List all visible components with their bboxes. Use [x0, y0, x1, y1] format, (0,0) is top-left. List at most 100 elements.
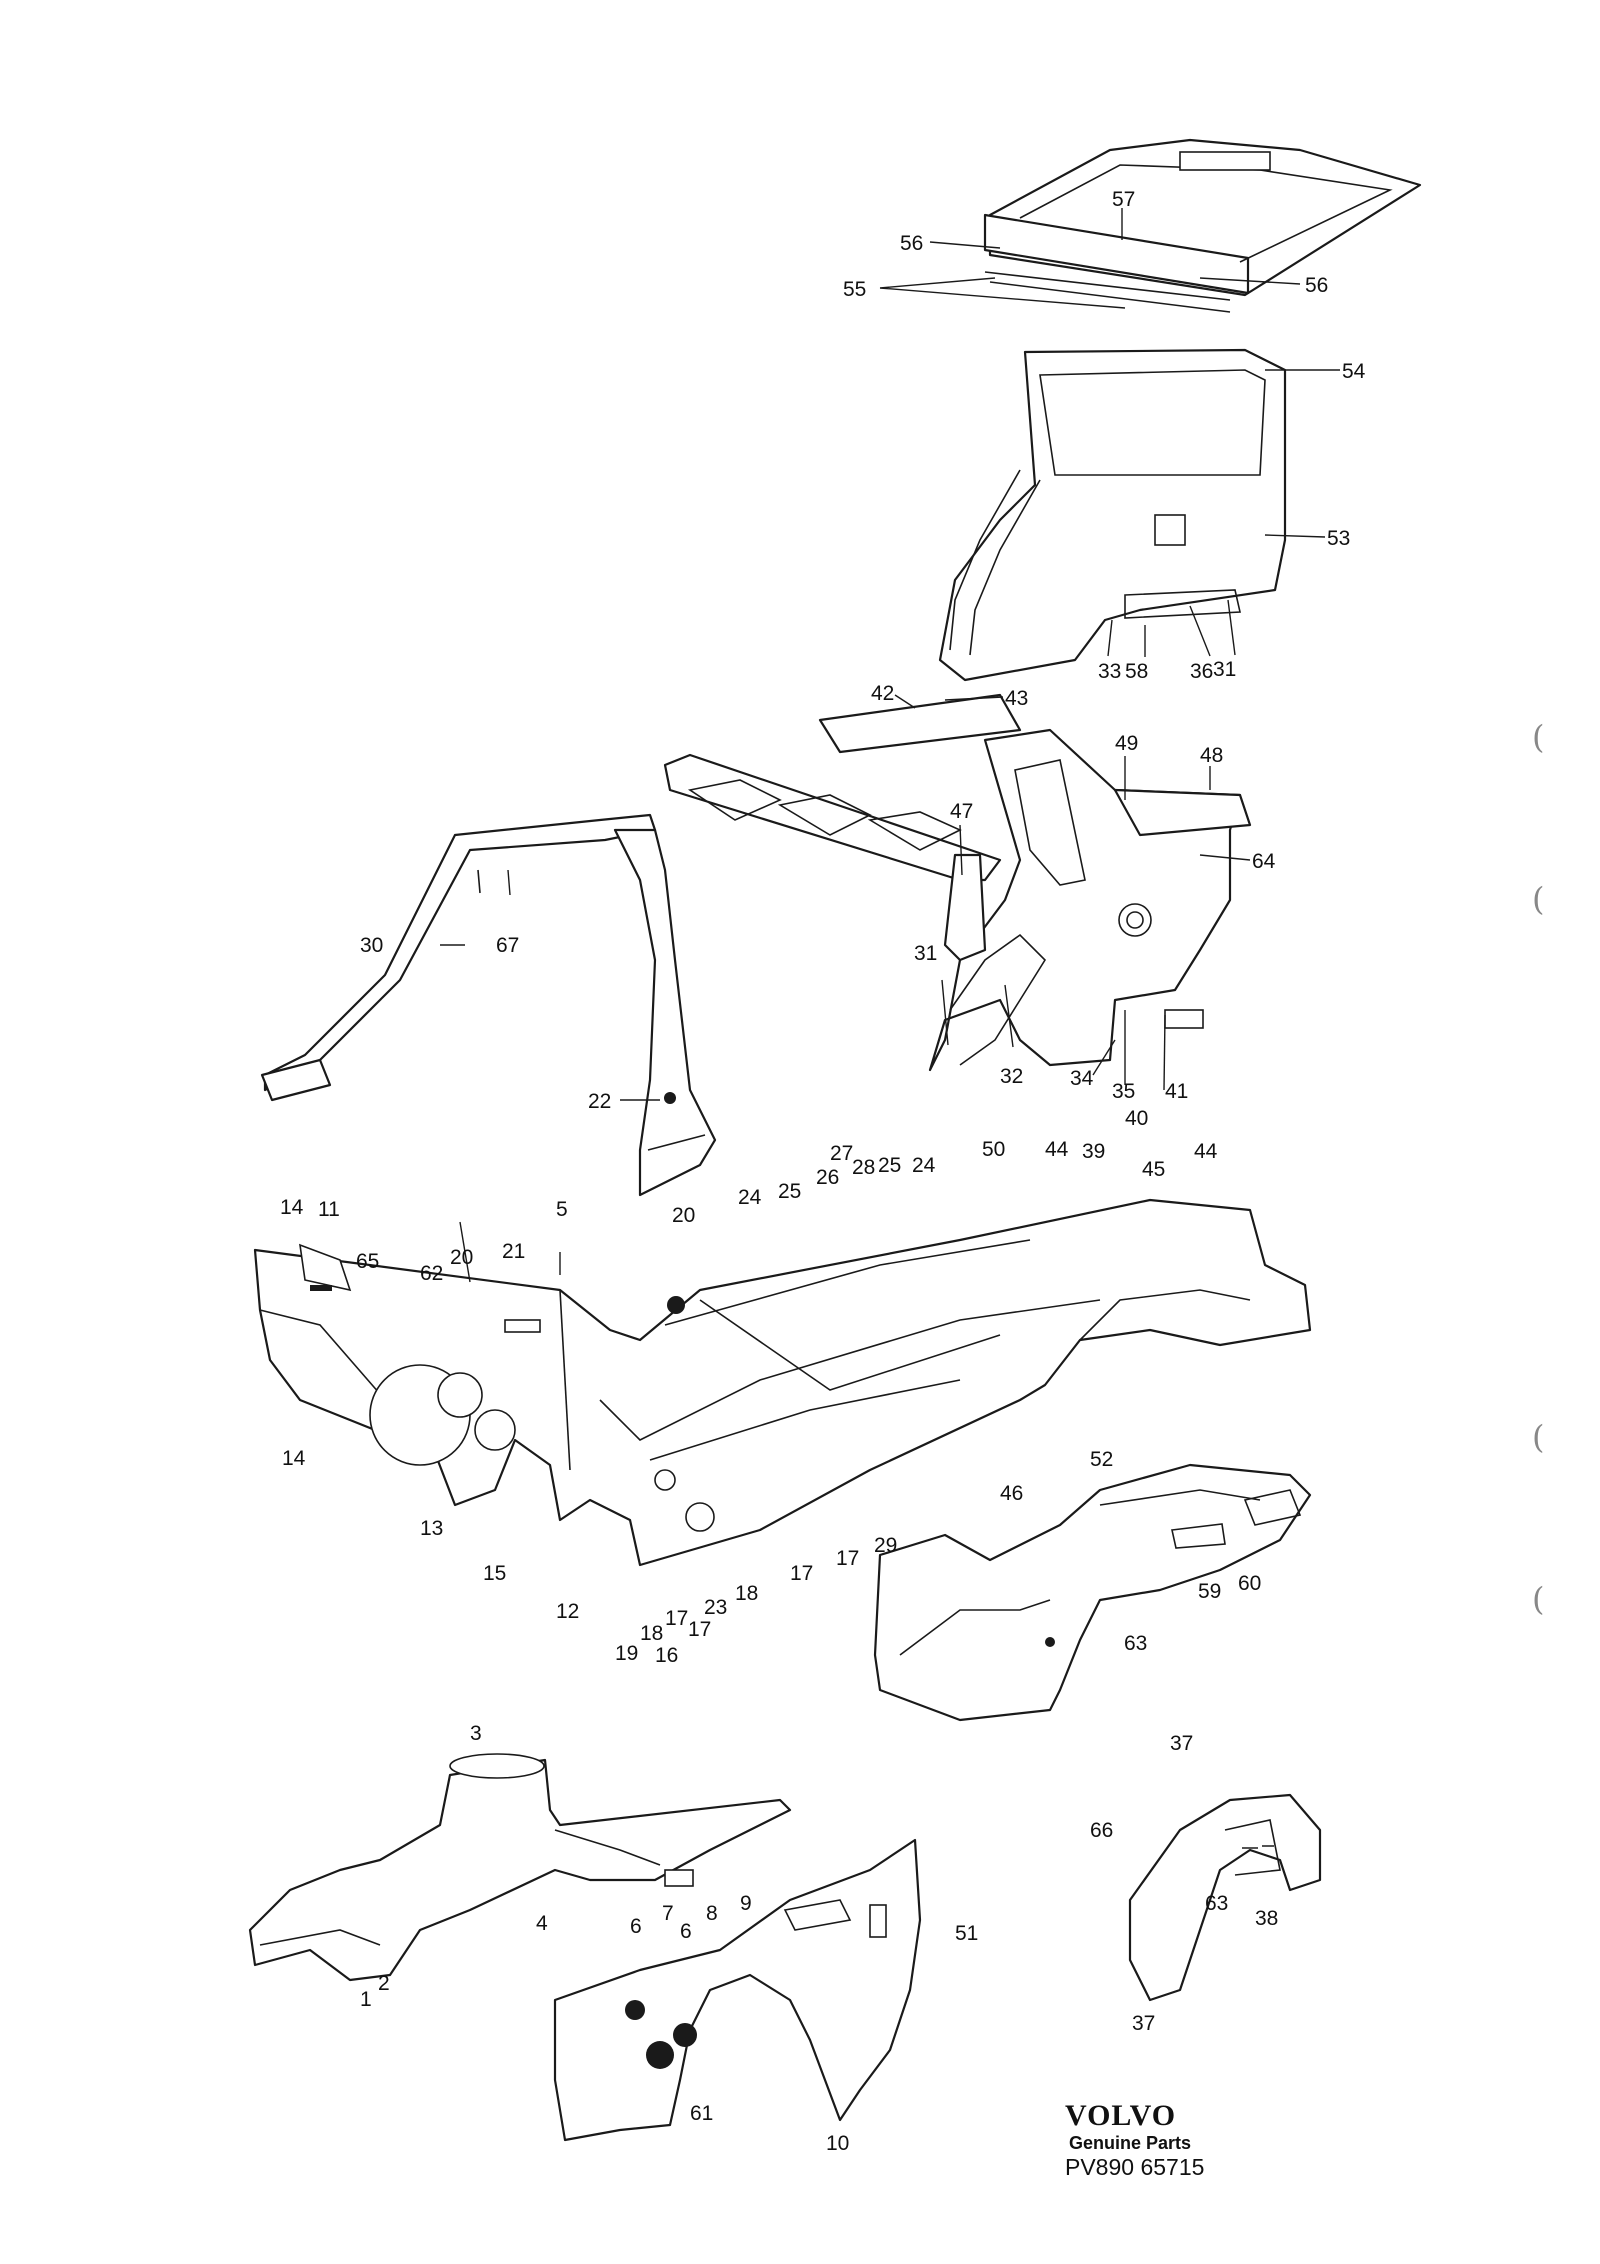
callout-32: 32: [1000, 1065, 1023, 1088]
callout-54: 54: [1342, 360, 1366, 383]
callout-49: 49: [1115, 732, 1138, 755]
callout-13: 13: [420, 1517, 443, 1540]
callout-35: 35: [1112, 1080, 1135, 1103]
callout-53: 53: [1327, 527, 1350, 550]
margin-mark: (: [1532, 1580, 1545, 1618]
callout-56: 56: [900, 232, 923, 255]
callout-25: 25: [878, 1154, 901, 1177]
callout-41: 41: [1165, 1080, 1188, 1103]
rear-frame-rail-part: [873, 1463, 1312, 1722]
callout-10: 10: [826, 2132, 849, 2155]
parcel-shelf-part: [818, 693, 1022, 754]
margin-mark: (: [1532, 718, 1545, 756]
callout-64: 64: [1252, 850, 1276, 873]
callout-31: 31: [914, 942, 937, 965]
callout-42: 42: [871, 682, 894, 705]
roof-trim-strips: [984, 271, 1231, 313]
callout-17: 17: [836, 1547, 859, 1570]
roof-rail-part: [663, 753, 1002, 962]
callout-34: 34: [1070, 1067, 1094, 1090]
callout-17: 17: [790, 1562, 813, 1585]
callout-44: 44: [1194, 1140, 1218, 1163]
callout-67: 67: [496, 934, 519, 957]
callout-43: 43: [1005, 687, 1028, 710]
rear-quarter-body-part: [928, 728, 1252, 1072]
quarter-window-panel-part: [938, 348, 1287, 682]
callout-26: 26: [816, 1166, 839, 1189]
callout-47: 47: [950, 800, 973, 823]
callout-17: 17: [665, 1607, 688, 1630]
callout-15: 15: [483, 1562, 506, 1585]
callout-18: 18: [640, 1622, 663, 1645]
callout-21: 21: [502, 1240, 525, 1263]
part-diagram-code: PV890 65715: [1065, 2154, 1205, 2180]
b-pillar-part: [613, 828, 717, 1197]
callout-11: 11: [318, 1198, 340, 1221]
callout-62: 62: [420, 1262, 443, 1285]
callout-50: 50: [982, 1138, 1005, 1161]
callout-8: 8: [706, 1902, 718, 1925]
callout-48: 48: [1200, 744, 1223, 767]
callout-36: 36: [1190, 660, 1213, 683]
callout-30: 30: [360, 934, 383, 957]
floor-pan-part: [253, 1198, 1312, 1567]
callout-58: 58: [1125, 660, 1148, 683]
callout-28: 28: [852, 1156, 875, 1179]
callout-44: 44: [1045, 1138, 1069, 1161]
callout-57: 57: [1112, 188, 1135, 211]
callout-1: 1: [360, 1988, 372, 2011]
callout-9: 9: [740, 1892, 752, 1915]
callout-25: 25: [778, 1180, 801, 1203]
callout-3: 3: [470, 1722, 482, 1745]
callout-24: 24: [912, 1154, 936, 1177]
callout-14: 14: [282, 1447, 306, 1470]
callout-45: 45: [1142, 1158, 1165, 1181]
callout-7: 7: [662, 1902, 674, 1925]
callout-40: 40: [1125, 1107, 1148, 1130]
callout-23: 23: [704, 1596, 727, 1619]
callout-27: 27: [830, 1142, 853, 1165]
callout-2: 2: [378, 1972, 390, 1995]
callout-17: 17: [688, 1618, 711, 1641]
margin-mark: (: [1532, 880, 1545, 918]
brand-subtitle: Genuine Parts: [1069, 2133, 1192, 2153]
roof-panel-part: [983, 138, 1422, 297]
callout-6: 6: [680, 1920, 692, 1943]
callout-33: 33: [1098, 660, 1121, 683]
a-pillar-part: [260, 813, 657, 1102]
callout-14: 14: [280, 1196, 304, 1219]
callout-46: 46: [1000, 1482, 1023, 1505]
callout-37: 37: [1132, 2012, 1155, 2035]
callout-22: 22: [588, 1090, 611, 1113]
margin-mark: (: [1532, 1418, 1545, 1456]
callout-60: 60: [1238, 1572, 1261, 1595]
volvo-brand-block: VOLVO Genuine Parts PV890 65715: [1065, 2099, 1205, 2181]
callout-4: 4: [536, 1912, 548, 1935]
callout-39: 39: [1082, 1140, 1105, 1163]
callout-6: 6: [630, 1915, 642, 1938]
callout-66: 66: [1090, 1819, 1113, 1842]
callout-63: 63: [1124, 1632, 1147, 1655]
callout-65: 65: [356, 1250, 379, 1273]
leader-lines: [440, 208, 1340, 1283]
callout-29: 29: [874, 1534, 897, 1557]
callout-56: 56: [1305, 274, 1328, 297]
callout-55: 55: [843, 278, 866, 301]
front-suspension-tower-part: [248, 1753, 792, 1982]
callout-52: 52: [1090, 1448, 1113, 1471]
callout-20: 20: [450, 1246, 473, 1269]
callout-20: 20: [672, 1204, 695, 1227]
callout-18: 18: [735, 1582, 758, 1605]
callout-19: 19: [615, 1642, 638, 1665]
callout-31: 31: [1213, 658, 1236, 681]
callout-37: 37: [1170, 1732, 1193, 1755]
volvo-logo: VOLVO: [1065, 2099, 1177, 2132]
callout-51: 51: [955, 1922, 978, 1945]
front-inner-fender-part: [553, 1838, 922, 2142]
callout-24: 24: [738, 1186, 762, 1209]
callout-12: 12: [556, 1600, 579, 1623]
callout-63: 63: [1205, 1892, 1228, 1915]
callout-16: 16: [655, 1644, 678, 1667]
callout-labels: 57 56 56 55 54 53 33 58 36 31 42 43 49 4…: [280, 188, 1366, 2155]
